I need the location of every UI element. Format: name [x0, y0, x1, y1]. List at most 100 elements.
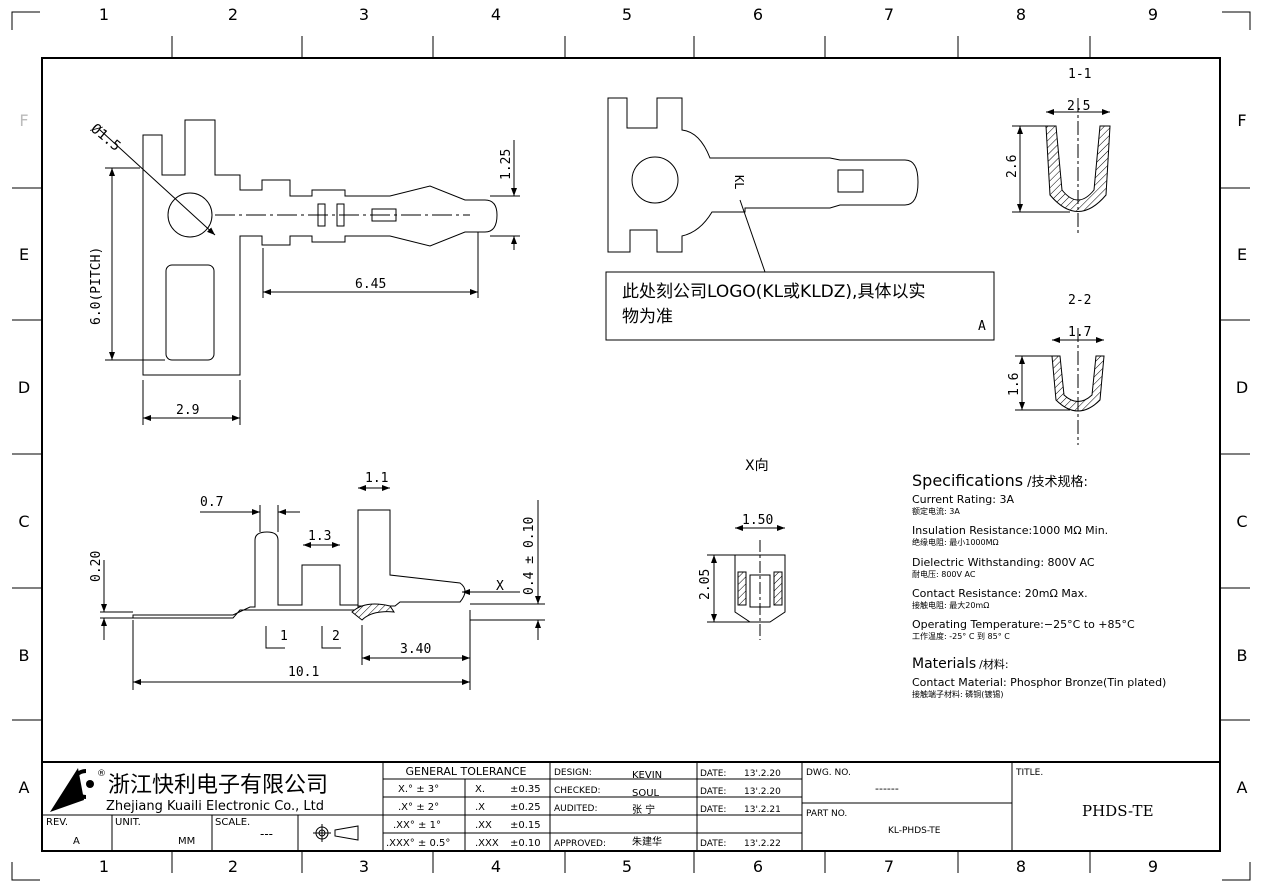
section-2-2: 2-2 1.7 1.6 — [1007, 293, 1105, 445]
row-label: C — [1236, 512, 1247, 531]
svg-text:®: ® — [97, 769, 106, 779]
logo-note-line2: 物为准 — [622, 307, 673, 327]
x-direction-label: X向 — [745, 458, 769, 474]
tol-value: ±0.35 — [510, 784, 541, 795]
col-label: 1 — [99, 5, 109, 24]
row-label: E — [1237, 245, 1247, 264]
col-label: 4 — [491, 857, 501, 876]
col-label: 6 — [753, 857, 763, 876]
material-cn: 接触端子材料: 磷铜(镀锡) — [912, 689, 1003, 699]
section-1-1-label: 1-1 — [1068, 67, 1091, 82]
specs-title: Specifications/技术规格: — [912, 471, 1088, 490]
signoff-name: 张 宁 — [632, 803, 655, 816]
col-label: 5 — [622, 857, 632, 876]
row-label: D — [1236, 378, 1248, 397]
date-value: 13'.2.21 — [744, 805, 781, 815]
spec-cn: 额定电流: 3A — [912, 506, 960, 516]
section-mark-1: 1 — [280, 629, 288, 644]
dim-2-05: 2.05 — [698, 569, 713, 600]
date-label: DATE: — [700, 805, 726, 815]
section-2-2-label: 2-2 — [1068, 293, 1091, 308]
date-label: DATE: — [700, 787, 726, 797]
dim-diameter: Ø1.5 — [87, 121, 123, 155]
x-arrow-label: X — [496, 579, 504, 594]
col-label: 7 — [884, 857, 894, 876]
specifications-block: Specifications/技术规格: Current Rating: 3A … — [912, 471, 1166, 699]
row-label: A — [1237, 778, 1248, 797]
dim-1-1: 1.1 — [365, 471, 388, 486]
tol-digits: .X — [475, 802, 485, 813]
company-name-en: Zhejiang Kuaili Electronic Co., Ltd — [106, 799, 324, 814]
signoff-label: DESIGN: — [554, 768, 592, 778]
date-label: DATE: — [700, 769, 726, 779]
col-label: 2 — [228, 857, 238, 876]
spec-en: Insulation Resistance:1000 MΩ Min. — [912, 524, 1108, 537]
dim-2-5: 2.5 — [1067, 99, 1090, 114]
dwg-no-label: DWG. NO. — [806, 768, 851, 778]
logo-note-line1: 此处刻公司LOGO(KL或KLDZ),具体以实 — [622, 282, 925, 302]
part-no-label: PART NO. — [806, 809, 847, 819]
rev-value: A — [73, 836, 80, 847]
row-label: B — [19, 646, 30, 665]
spec-cn: 接触电阻: 最大20mΩ — [912, 600, 989, 610]
row-label: F — [19, 111, 28, 130]
scale-value: --- — [260, 827, 273, 841]
tol-digits: .XX — [475, 820, 492, 831]
projection-symbol-icon — [313, 824, 359, 842]
spec-en: Current Rating: 3A — [912, 493, 1014, 506]
signoff-label: AUDITED: — [554, 804, 597, 814]
col-label: 3 — [359, 5, 369, 24]
unit-label: UNIT. — [115, 817, 141, 828]
company-name-cn: 浙江快利电子有限公司 — [108, 773, 328, 798]
tol-angle: .XX° ± 1° — [393, 820, 441, 831]
tol-value: ±0.25 — [510, 802, 541, 813]
row-label: E — [19, 245, 29, 264]
signoff-label: CHECKED: — [554, 786, 601, 796]
dim-1-3: 1.3 — [308, 529, 331, 544]
title-label: TITLE. — [1015, 768, 1043, 778]
spec-cn: 绝缘电阻: 最小1000MΩ — [912, 537, 999, 547]
x-direction-view: X向 1.50 2.05 — [698, 458, 786, 640]
col-label: 1 — [99, 857, 109, 876]
dim-0-4: 0.4 ± 0.10 — [522, 517, 537, 595]
tol-angle: .X° ± 2° — [398, 802, 439, 813]
sheet-frame: 1 2 3 4 5 6 7 8 9 1 2 3 4 5 6 7 8 9 F E … — [11, 5, 1251, 881]
dwg-no-value: ------ — [875, 782, 899, 795]
terminal-logo-view: KL 此处刻公司LOGO(KL或KLDZ),具体以实 物为准 A — [605, 97, 995, 341]
spec-en: Contact Resistance: 20mΩ Max. — [912, 587, 1088, 600]
dim-0-20: 0.20 — [89, 551, 104, 582]
logo-stamp: KL — [732, 175, 746, 189]
date-value: 13'.2.22 — [744, 839, 781, 849]
dim-pitch: 6.0(PITCH) — [89, 247, 104, 325]
col-label: 2 — [228, 5, 238, 24]
section-1-1: 1-1 2.5 2.6 — [1005, 67, 1111, 235]
tol-digits: X. — [475, 784, 485, 795]
drawing-title: PHDS-TE — [1082, 802, 1154, 820]
row-label: C — [18, 512, 29, 531]
spec-en: Operating Temperature:−25°C to +85°C — [912, 618, 1135, 631]
dim-1-50: 1.50 — [742, 513, 773, 528]
scale-label: SCALE. — [215, 817, 250, 828]
signoff-name: KEVIN — [632, 770, 662, 781]
dim-1-6: 1.6 — [1007, 373, 1022, 396]
row-label: D — [18, 378, 30, 397]
row-label: F — [1237, 111, 1246, 130]
tolerance-title: GENERAL TOLERANCE — [405, 765, 526, 778]
col-label: 6 — [753, 5, 763, 24]
signoff-label: APPROVED: — [554, 839, 606, 849]
material-en: Contact Material: Phosphor Bronze(Tin pl… — [912, 676, 1166, 689]
signoff-name: SOUL — [632, 788, 660, 799]
tol-angle: X.° ± 3° — [398, 784, 439, 795]
dim-6-45: 6.45 — [355, 277, 386, 292]
dim-1-25: 1.25 — [499, 149, 514, 180]
date-value: 13'.2.20 — [744, 769, 781, 779]
row-label: A — [19, 778, 30, 797]
tol-angle: .XXX° ± 0.5° — [386, 838, 450, 849]
company-logo-icon: ® — [50, 768, 106, 812]
materials-title: Materials/材料: — [912, 656, 1009, 672]
rev-label: REV. — [46, 817, 68, 828]
dim-10-1: 10.1 — [288, 665, 319, 680]
col-label: 9 — [1148, 857, 1158, 876]
title-block: ® 浙江快利电子有限公司 Zhejiang Kuaili Electronic … — [41, 761, 1221, 852]
